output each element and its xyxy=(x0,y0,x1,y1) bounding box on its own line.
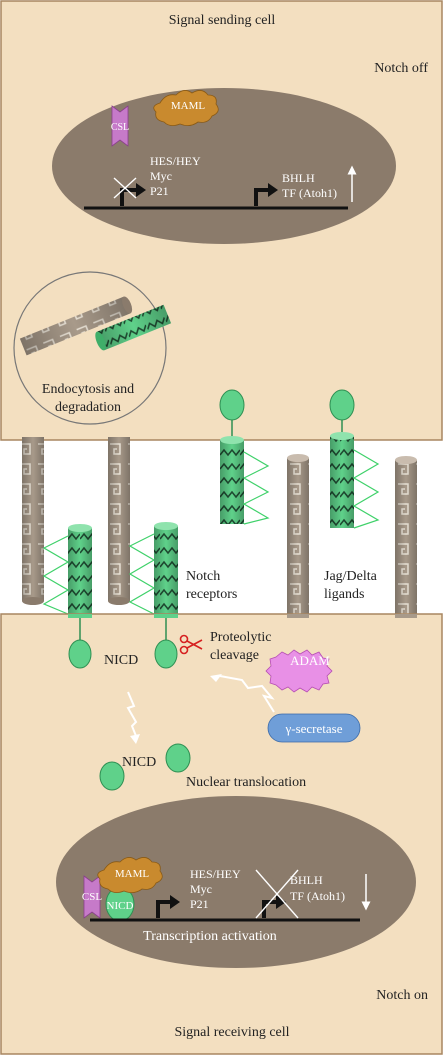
ligand-3 xyxy=(287,454,309,616)
internalized-ligand xyxy=(19,296,133,356)
active-promoter-arrow-receiving xyxy=(156,895,180,918)
ligands-label-line2: ligands xyxy=(324,587,364,602)
csl-protein: CSL xyxy=(111,105,129,147)
internalized-notch xyxy=(95,304,172,351)
gamma-secretase-label: γ-secretase xyxy=(285,721,343,736)
target-gene-hes-hey-on: HES/HEY xyxy=(190,867,241,881)
active-promoter-arrow xyxy=(254,183,278,206)
nicd-bound: NICD xyxy=(105,886,135,922)
adam-label: ADAM xyxy=(290,653,330,668)
notch-receptors-label-line1: Notch xyxy=(186,569,220,584)
ligand-4 xyxy=(395,456,417,616)
csl-label: CSL xyxy=(111,122,129,133)
target-gene-p21: P21 xyxy=(150,184,169,198)
adam-enzyme: ADAM xyxy=(265,649,333,693)
signal-receiving-cell: NICD Proteolytic cleavage ADAM γ-secreta… xyxy=(0,613,443,1055)
notch-receptors-label-line2: receptors xyxy=(186,587,237,602)
maml-bound-label: MAML xyxy=(115,868,150,880)
endocytosis-label-line1: Endocytosis and xyxy=(42,382,134,397)
cleavage-signal-arrow xyxy=(210,674,275,713)
target-gene-myc-on: Myc xyxy=(190,882,212,896)
nicd-membrane-2 xyxy=(154,618,178,669)
nicd-free-label: NICD xyxy=(122,755,156,770)
notch-receptor-top-1 xyxy=(219,389,270,525)
nicd-bound-label: NICD xyxy=(107,900,134,912)
endocytosis-label-line2: degradation xyxy=(55,400,121,415)
blocked-promoter-arrow xyxy=(113,177,146,206)
csl-protein-bound: CSL xyxy=(82,875,102,919)
maml-protein: MAML xyxy=(153,90,219,126)
proteolytic-label-line2: cleavage xyxy=(210,648,259,663)
proteolytic-label-line1: Proteolytic xyxy=(210,630,271,645)
notch-receptor-bottom-2 xyxy=(128,522,178,616)
maml-protein-bound: MAML xyxy=(97,857,163,893)
csl-bound-label: CSL xyxy=(82,891,102,903)
sending-cell-nucleus xyxy=(52,88,396,244)
notch-receptor-bottom-1 xyxy=(42,524,92,616)
nicd-free-2 xyxy=(165,743,191,773)
notch-off-label: Notch off xyxy=(374,61,428,76)
target-gene-atoh1-on: TF (Atoh1) xyxy=(290,889,345,903)
transcription-activation-label: Transcription activation xyxy=(143,929,277,944)
nuclear-translocation-label: Nuclear translocation xyxy=(186,775,306,790)
translocation-signal-arrow xyxy=(126,691,140,744)
target-gene-hes-hey: HES/HEY xyxy=(150,154,201,168)
maml-label: MAML xyxy=(171,100,206,112)
nicd-free-1 xyxy=(99,761,125,791)
notch-on-label: Notch on xyxy=(376,988,428,1003)
blocked-promoter-arrow-receiving xyxy=(255,869,299,919)
target-gene-bhlh: BHLH xyxy=(282,171,315,185)
receiving-cell-nucleus xyxy=(56,796,416,968)
signal-sending-cell: Signal sending cell Notch off MAML CSL H… xyxy=(0,0,443,441)
intercellular-space: Notch receptors Jag/Delta ligands xyxy=(22,389,417,616)
gamma-secretase-enzyme: γ-secretase xyxy=(267,713,361,743)
ligand-1 xyxy=(22,437,44,605)
ligands-label-line1: Jag/Delta xyxy=(324,569,378,584)
target-gene-bhlh-on: BHLH xyxy=(290,873,323,887)
notch-receptor-top-2 xyxy=(329,389,380,529)
scissors-icon xyxy=(179,634,203,655)
target-gene-atoh1: TF (Atoh1) xyxy=(282,186,337,200)
sending-cell-title: Signal sending cell xyxy=(169,13,276,28)
nicd-membrane-1 xyxy=(68,618,92,669)
target-gene-p21-on: P21 xyxy=(190,897,209,911)
ligand-2 xyxy=(108,437,130,605)
target-gene-myc: Myc xyxy=(150,169,172,183)
receiving-cell-title: Signal receiving cell xyxy=(174,1025,289,1040)
nicd-label: NICD xyxy=(104,653,138,668)
